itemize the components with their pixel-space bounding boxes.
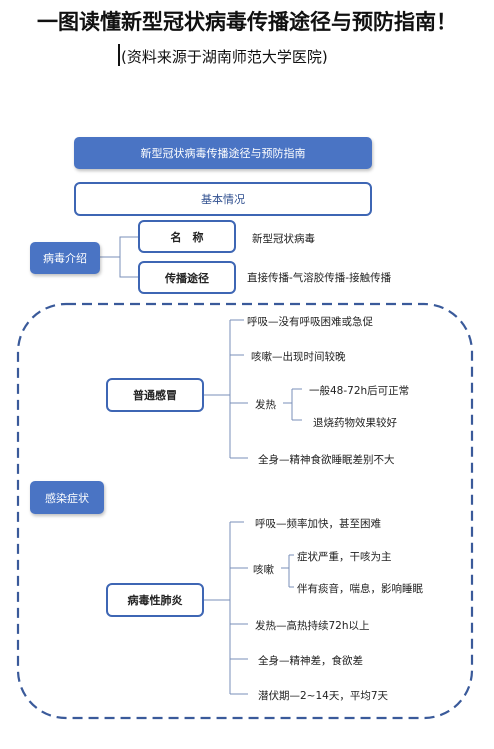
pneumonia-cough-b: 伴有痰音，喘息，影响睡眠 xyxy=(297,583,423,595)
infection-symptoms-box: 感染症状 xyxy=(30,481,104,514)
diagram-title-box: 新型冠状病毒传播途径与预防指南 xyxy=(74,137,372,169)
name-label-box: 名 称 xyxy=(138,220,236,253)
common-cold-breath: 呼吸—没有呼吸困难或急促 xyxy=(247,316,373,328)
infection-region-border xyxy=(16,302,474,720)
pneumonia-incubation: 潜伏期—2~14天，平均7天 xyxy=(258,690,389,702)
basic-info-box: 基本情况 xyxy=(74,182,372,216)
name-value: 新型冠状病毒 xyxy=(252,233,315,245)
pneumonia-body: 全身—精神差，食欲差 xyxy=(258,655,363,667)
common-cold-fever-a: 一般48-72h后可正常 xyxy=(309,385,410,397)
page-subtitle: (资料来源于湖南师范大学医院) xyxy=(121,48,328,66)
virus-intro-box: 病毒介绍 xyxy=(30,242,100,274)
pneumonia-fever: 发热—高热持续72h以上 xyxy=(255,620,370,632)
route-label-box: 传播途径 xyxy=(138,261,236,294)
text-cursor xyxy=(118,44,120,66)
common-cold-fever: 发热 xyxy=(255,399,276,411)
common-cold-cough: 咳嗽—出现时间较晚 xyxy=(251,351,346,363)
pneumonia-cough-a: 症状严重，干咳为主 xyxy=(297,551,392,563)
common-cold-body: 全身—精神食欲睡眠差别不大 xyxy=(258,454,395,466)
viral-pneumonia-box: 病毒性肺炎 xyxy=(106,583,204,617)
pneumonia-cough: 咳嗽 xyxy=(253,564,274,576)
common-cold-box: 普通感冒 xyxy=(106,378,204,412)
page-title: 一图读懂新型冠状病毒传播途径与预防指南！ xyxy=(37,10,457,34)
route-value: 直接传播-气溶胶传播-接触传播 xyxy=(247,272,392,284)
pneumonia-breath: 呼吸—频率加快，甚至困难 xyxy=(255,518,381,530)
common-cold-fever-b: 退烧药物效果较好 xyxy=(313,417,397,429)
